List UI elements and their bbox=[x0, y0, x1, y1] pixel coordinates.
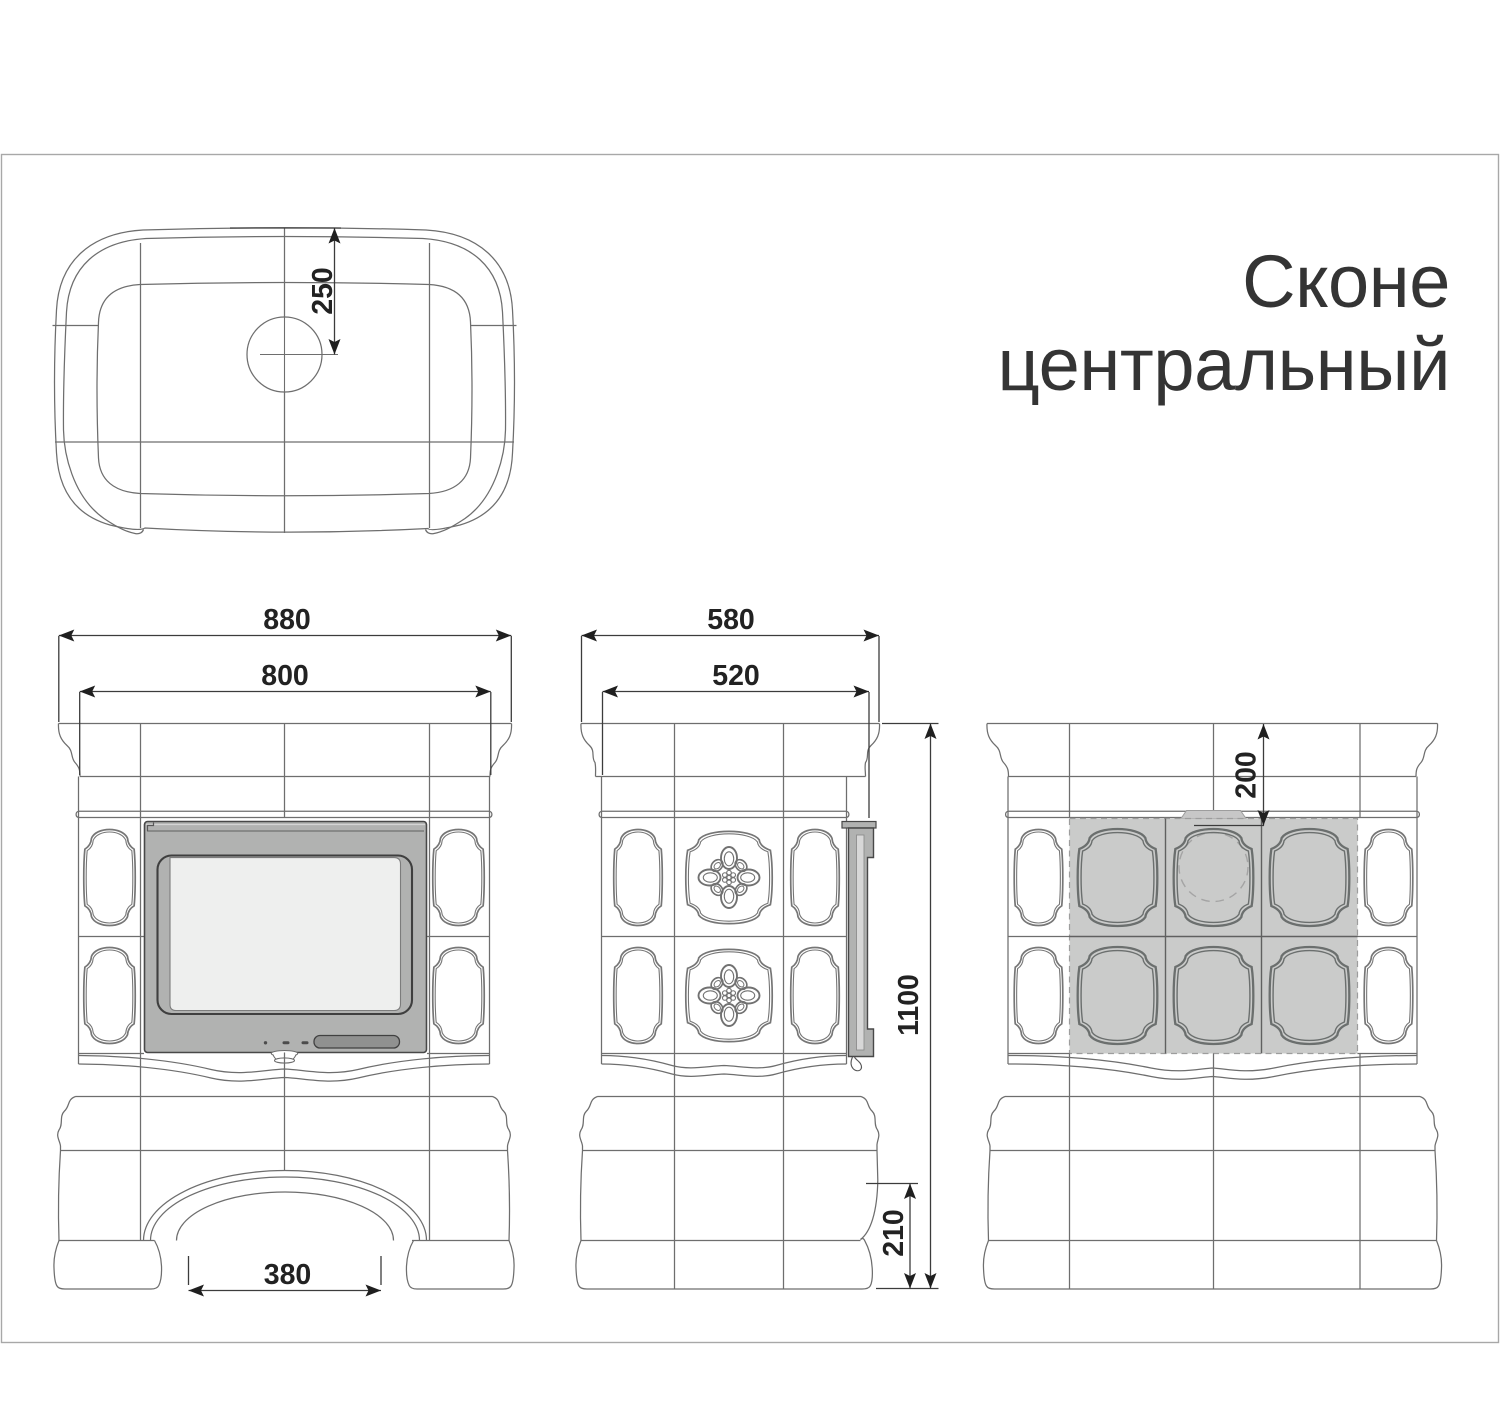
svg-text:250: 250 bbox=[307, 267, 339, 315]
svg-text:Сконе: Сконе bbox=[1242, 240, 1450, 323]
svg-text:380: 380 bbox=[264, 1259, 312, 1291]
svg-text:800: 800 bbox=[261, 660, 309, 692]
svg-text:200: 200 bbox=[1231, 751, 1263, 799]
svg-text:580: 580 bbox=[707, 604, 755, 636]
svg-text:210: 210 bbox=[878, 1209, 910, 1257]
svg-text:центральный: центральный bbox=[998, 323, 1451, 406]
svg-text:1100: 1100 bbox=[893, 974, 925, 1036]
svg-text:520: 520 bbox=[712, 660, 760, 692]
svg-text:880: 880 bbox=[263, 604, 311, 636]
